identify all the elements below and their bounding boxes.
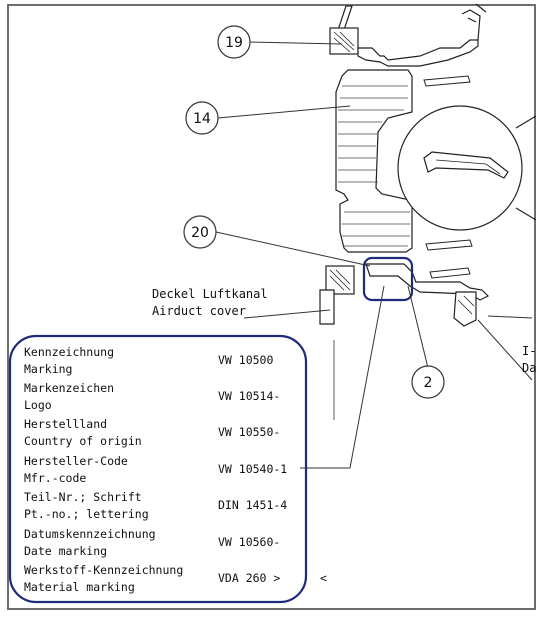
row-english: Material marking	[24, 580, 135, 594]
callout-circle	[185, 101, 219, 135]
housing-ribs	[338, 85, 410, 247]
leader-lines	[215, 41, 533, 469]
lower-bracket	[319, 263, 490, 327]
drawing-frame	[7, 4, 536, 610]
row-standard: VW 10550-	[218, 425, 280, 439]
marking-row: Datumskennzeichnung Date marking VW 1056…	[24, 527, 280, 558]
marking-row: Markenzeichen Logo VW 10514-	[24, 381, 280, 412]
row-german: Markenzeichen	[24, 381, 114, 395]
row-standard: VDA 260 >	[218, 571, 280, 585]
marking-table-outline	[8, 334, 308, 604]
marking-row: Teil-Nr.; Schrift Pt.-no.; lettering DIN…	[24, 490, 287, 521]
marking-row: Herstellland Country of origin VW 10550-	[24, 417, 280, 448]
marking-row: Werkstoff-Kennzeichnung Material marking…	[24, 563, 280, 594]
housing-part-14	[335, 69, 413, 253]
row-standard: VW 10500	[218, 353, 273, 367]
bracket-part-19	[329, 3, 487, 67]
row-english: Mfr.-code	[24, 471, 86, 485]
row-standard: VW 10560-	[218, 535, 280, 549]
row-german: Herstellland	[24, 417, 107, 431]
callout-circle	[411, 365, 445, 399]
detail-magnifier	[397, 105, 537, 231]
highlight-box	[362, 256, 414, 302]
row-german: Kennzeichnung	[24, 345, 114, 359]
cutoff-label-line2: Da	[522, 361, 536, 375]
callout-number: 14	[193, 111, 211, 127]
row-standard: VW 10514-	[218, 389, 280, 403]
row-german: Teil-Nr.; Schrift	[24, 490, 142, 504]
row-english: Date marking	[24, 544, 107, 558]
row-standard: DIN 1451-4	[218, 498, 287, 512]
callout-14: 14	[185, 101, 219, 135]
callout-circle	[217, 25, 251, 59]
airduct-note-german: Deckel Luftkanal	[152, 287, 268, 301]
callout-circle	[183, 215, 217, 249]
trailing-mark: <	[320, 571, 327, 585]
marking-row: Kennzeichnung Marking VW 10500	[24, 345, 273, 376]
row-english: Pt.-no.; lettering	[24, 507, 149, 521]
callout-19: 19	[217, 25, 251, 59]
row-standard: VW 10540-1	[218, 462, 287, 476]
marking-table: Kennzeichnung Marking VW 10500 Markenzei…	[24, 345, 327, 594]
row-german: Datumskennzeichnung	[24, 527, 156, 541]
callout-number: 20	[191, 225, 209, 241]
airduct-note-english: Airduct cover	[152, 304, 246, 318]
row-german: Werkstoff-Kennzeichnung	[24, 563, 183, 577]
marking-row: Hersteller-Code Mfr.-code VW 10540-1	[24, 454, 287, 485]
callout-20: 20	[183, 215, 217, 249]
row-english: Marking	[24, 362, 72, 376]
row-english: Logo	[24, 398, 52, 412]
callout-number: 2	[424, 375, 433, 391]
callout-number: 19	[225, 35, 243, 51]
callout-2: 2	[411, 365, 445, 399]
cutoff-label-line1: I-	[522, 344, 536, 358]
row-german: Hersteller-Code	[24, 454, 128, 468]
row-english: Country of origin	[24, 434, 142, 448]
